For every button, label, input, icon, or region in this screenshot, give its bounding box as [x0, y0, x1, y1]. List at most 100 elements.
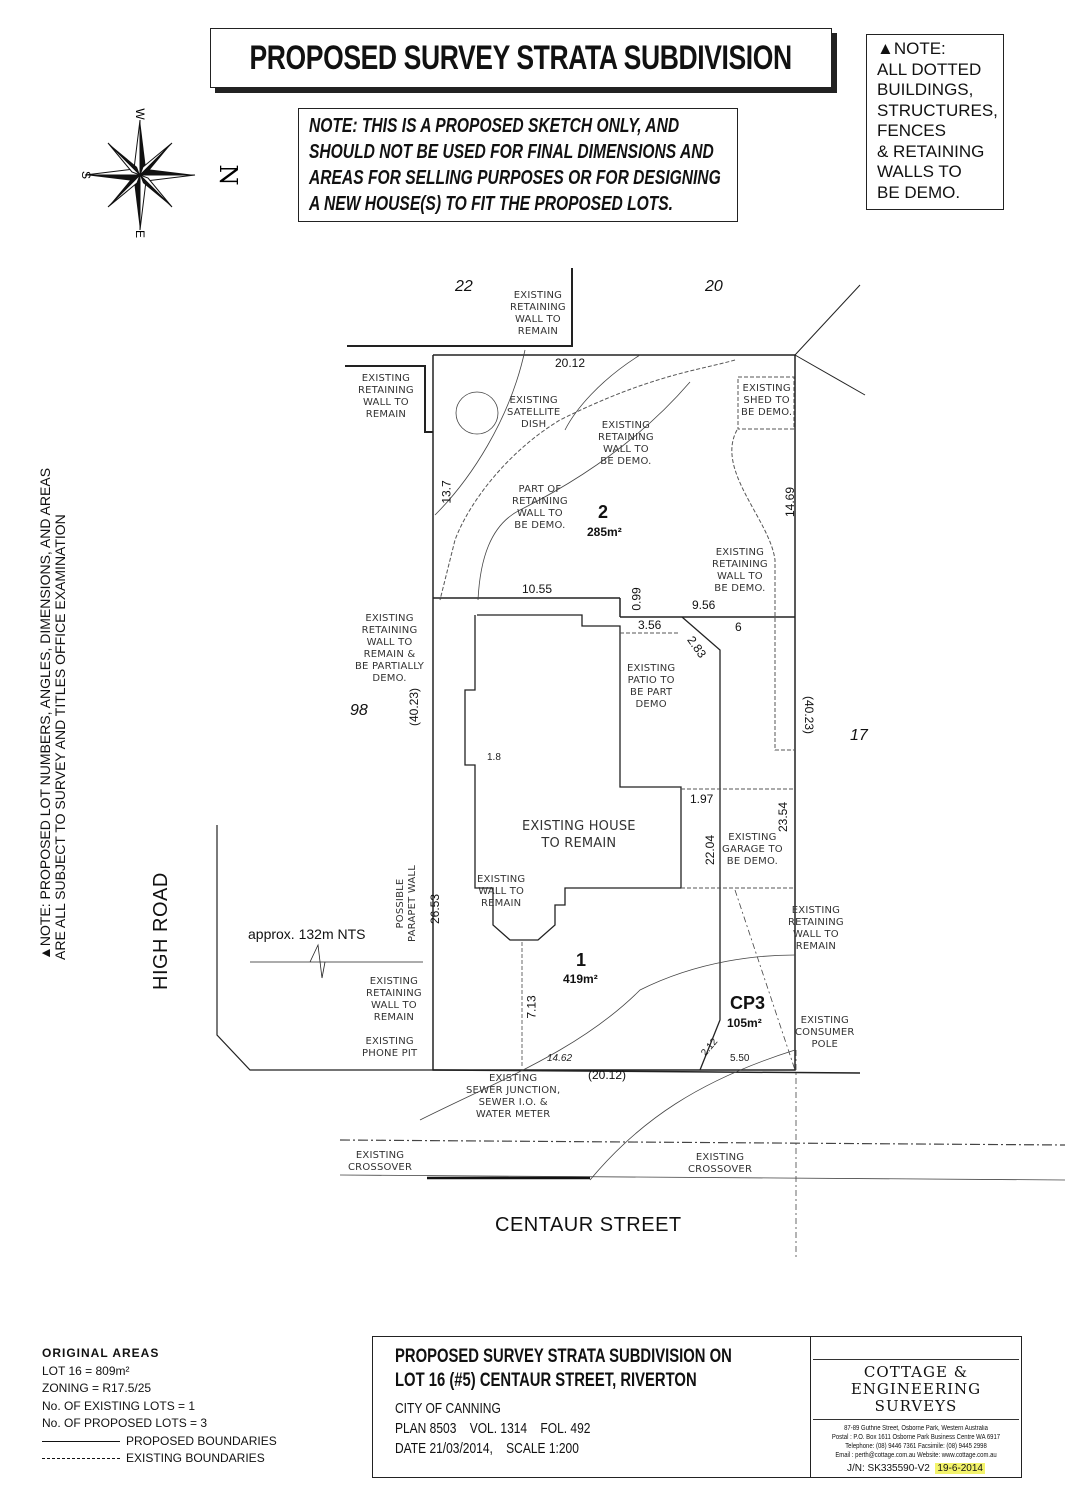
street-high-road: HIGH ROAD [150, 872, 172, 990]
sketch-note-line: A NEW HOUSE(S) TO FIT THE PROPOSED LOTS. [309, 193, 674, 215]
sketch-note-line: SHOULD NOT BE USED FOR FINAL DIMENSIONS … [309, 141, 714, 163]
original-areas-line: No. OF EXISTING LOTS = 1 [42, 1398, 196, 1413]
dim-9-56: 9.56 [692, 598, 716, 612]
street-centaur: CENTAUR STREET [495, 1214, 682, 1236]
original-areas-line: No. OF PROPOSED LOTS = 3 [42, 1416, 208, 1430]
demo-note-line: BUILDINGS, [877, 80, 974, 99]
demo-note-line: BE DEMO. [877, 182, 961, 202]
lot-boundary [432, 354, 796, 1071]
dim-26-53: 26.53 [428, 893, 443, 925]
dim-1-97: 1.97 [690, 792, 714, 806]
compass-e: E [133, 230, 147, 238]
label-wall-remain: EXISTING WALL TO REMAIN [477, 874, 526, 909]
dim-6: 6 [735, 620, 742, 634]
label-crossover-right: EXISTING CROSSOVER [688, 1152, 753, 1175]
dim-3-56: 3.56 [638, 618, 662, 632]
neighbour-lot-20: 20 [705, 278, 723, 295]
legend-existing: EXISTING BOUNDARIES [42, 1450, 277, 1468]
neighbour-lot-22: 22 [455, 278, 473, 295]
label-retaining-wall-lower: EXISTING RETAINING WALL TO REMAIN [366, 976, 422, 1023]
page-title: PROPOSED SURVEY STRATA SUBDIVISION [249, 38, 793, 77]
neighbour-lot-98: 98 [350, 702, 368, 719]
sketch-note-line: AREAS FOR SELLING PURPOSES OR FOR DESIGN… [309, 167, 721, 189]
label-retaining-wall-demo-right: EXISTING RETAINING WALL TO BE DEMO. [712, 547, 768, 594]
lot-cp3-area: 105m² [727, 1016, 762, 1030]
company-address: 87-89 Guthrie Street, Osborne Park, West… [844, 1425, 988, 1432]
label-consumer-pole: EXISTING CONSUMER POLE [795, 1015, 855, 1050]
label-parapet-wall: POSSIBLE PARAPET WALL [395, 865, 418, 942]
demo-note-line: WALLS TO [877, 162, 962, 181]
lot-2-number: 2 [598, 502, 609, 522]
company-email: Email : perth@cottage.com.au Website: ww… [835, 1452, 997, 1459]
sketch-note-line: NOTE: THIS IS A PROPOSED SKETCH ONLY, AN… [309, 115, 680, 137]
dim-5-50: 5.50 [730, 1053, 750, 1064]
company-logo: COTTAGE & ENGINEERING SURVEYS [813, 1359, 1019, 1420]
dim-22-04: 22.04 [703, 834, 718, 866]
legend-existing-label: EXISTING BOUNDARIES [126, 1451, 265, 1465]
company-name-2: SURVEYS [874, 1397, 958, 1415]
dim-14-69: 14.69 [783, 486, 798, 518]
compass-s: S [80, 171, 93, 179]
label-retaining-wall-top: EXISTING RETAINING WALL TO REMAIN [510, 290, 566, 337]
title-block-plan: PLAN 8503 VOL. 1314 FOL. 492 [395, 1420, 591, 1437]
legend-proposed-label: PROPOSED BOUNDARIES [126, 1433, 277, 1448]
original-areas-line: ZONING = R17.5/25 [42, 1381, 152, 1395]
demo-note-line: & RETAINING [877, 141, 985, 161]
label-phone-pit: EXISTING PHONE PIT [362, 1036, 418, 1059]
label-garage: EXISTING GARAGE TO BE DEMO. [722, 832, 783, 867]
label-shed: EXISTING SHED TO BE DEMO. [741, 383, 793, 418]
shed-outline [737, 376, 795, 430]
compass-n: N [214, 165, 242, 186]
lot-1-number: 1 [576, 950, 587, 970]
label-retaining-wall-demo: EXISTING RETAINING WALL TO BE DEMO. [598, 420, 654, 467]
dim-left-40-23: (40.23) [407, 687, 422, 727]
original-areas-heading: ORIGINAL AREAS [42, 1346, 160, 1360]
title-box: PROPOSED SURVEY STRATA SUBDIVISION [210, 28, 832, 88]
demo-note-line: FENCES [877, 121, 946, 140]
dim-1-8: 1.8 [487, 752, 501, 763]
warning-icon: ▲ [877, 39, 894, 58]
title-block-line1: PROPOSED SURVEY STRATA SUBDIVISION ON [395, 1346, 732, 1367]
dim-23-54: 23.54 [776, 801, 791, 833]
label-patio: EXISTING PATIO TO BE PART DEMO [627, 663, 676, 710]
dim-top-boundary: 20.12 [555, 356, 586, 370]
sketch-note: NOTE: THIS IS A PROPOSED SKETCH ONLY, AN… [298, 108, 738, 222]
dim-bottom-boundary: (20.12) [588, 1068, 627, 1082]
title-block: PROPOSED SURVEY STRATA SUBDIVISION ON LO… [372, 1336, 1022, 1478]
job-date: 19-6-2014 [935, 1463, 985, 1474]
original-areas-line: LOT 16 = 809m² [42, 1363, 130, 1378]
label-sewer-junction: EXISTING SEWER JUNCTION, SEWER I.O. & WA… [466, 1073, 561, 1120]
label-retaining-wall-partial: EXISTING RETAINING WALL TO REMAIN & BE P… [355, 613, 425, 684]
label-existing-house: EXISTING HOUSE TO REMAIN [522, 819, 636, 851]
dim-right-40-23: (40.23) [802, 695, 817, 735]
neighbour-lot-17: 17 [850, 727, 868, 744]
demo-note-heading: NOTE: [893, 39, 946, 58]
label-part-retaining-wall: PART OF RETAINING WALL TO BE DEMO. [512, 484, 568, 531]
title-block-line2: LOT 16 (#5) CENTAUR STREET, RIVERTON [395, 1370, 697, 1391]
dim-14-62: 14.62 [547, 1053, 573, 1064]
lot-2-area: 285m² [587, 525, 622, 539]
title-block-date: DATE 21/03/2014, SCALE 1:200 [395, 1440, 579, 1457]
dim-10-55: 10.55 [522, 582, 553, 596]
dim-0-99: 0.99 [629, 587, 644, 611]
label-retaining-wall-right: EXISTING RETAINING WALL TO REMAIN [788, 905, 844, 952]
legend-proposed: PROPOSED BOUNDARIES [42, 1433, 277, 1451]
site-plan [216, 268, 1065, 1260]
label-retaining-wall-left: EXISTING RETAINING WALL TO REMAIN [358, 373, 414, 420]
compass-w: W [133, 108, 147, 120]
demo-note-line: ALL DOTTED [877, 59, 982, 79]
company-name: COTTAGE & ENGINEERING [850, 1363, 982, 1398]
dim-7-13: 7.13 [524, 995, 539, 1019]
company-phone: Telephone: (08) 9446 7361 Facsimile: (08… [845, 1443, 987, 1450]
lot-cp3-number: CP3 [730, 993, 766, 1013]
compass-rose-icon: W E S N [80, 108, 242, 238]
demo-note: ▲NOTE: ALL DOTTED BUILDINGS, STRUCTURES,… [866, 34, 1004, 210]
title-block-council: CITY OF CANNING [395, 1400, 501, 1417]
label-satellite-dish: EXISTING SATELLITE DISH [507, 395, 561, 430]
original-areas: ORIGINAL AREAS LOT 16 = 809m² ZONING = R… [42, 1345, 277, 1468]
company-postal: Postal : P.O. Box 1611 Osborne Park Busi… [831, 1434, 1001, 1441]
lot-1-area: 419m² [563, 972, 598, 986]
distance-to-high-road: approx. 132m NTS [248, 926, 366, 942]
job-number: J/N: SK335590-V2 [847, 1463, 930, 1474]
demo-note-line: STRUCTURES, [877, 100, 998, 120]
